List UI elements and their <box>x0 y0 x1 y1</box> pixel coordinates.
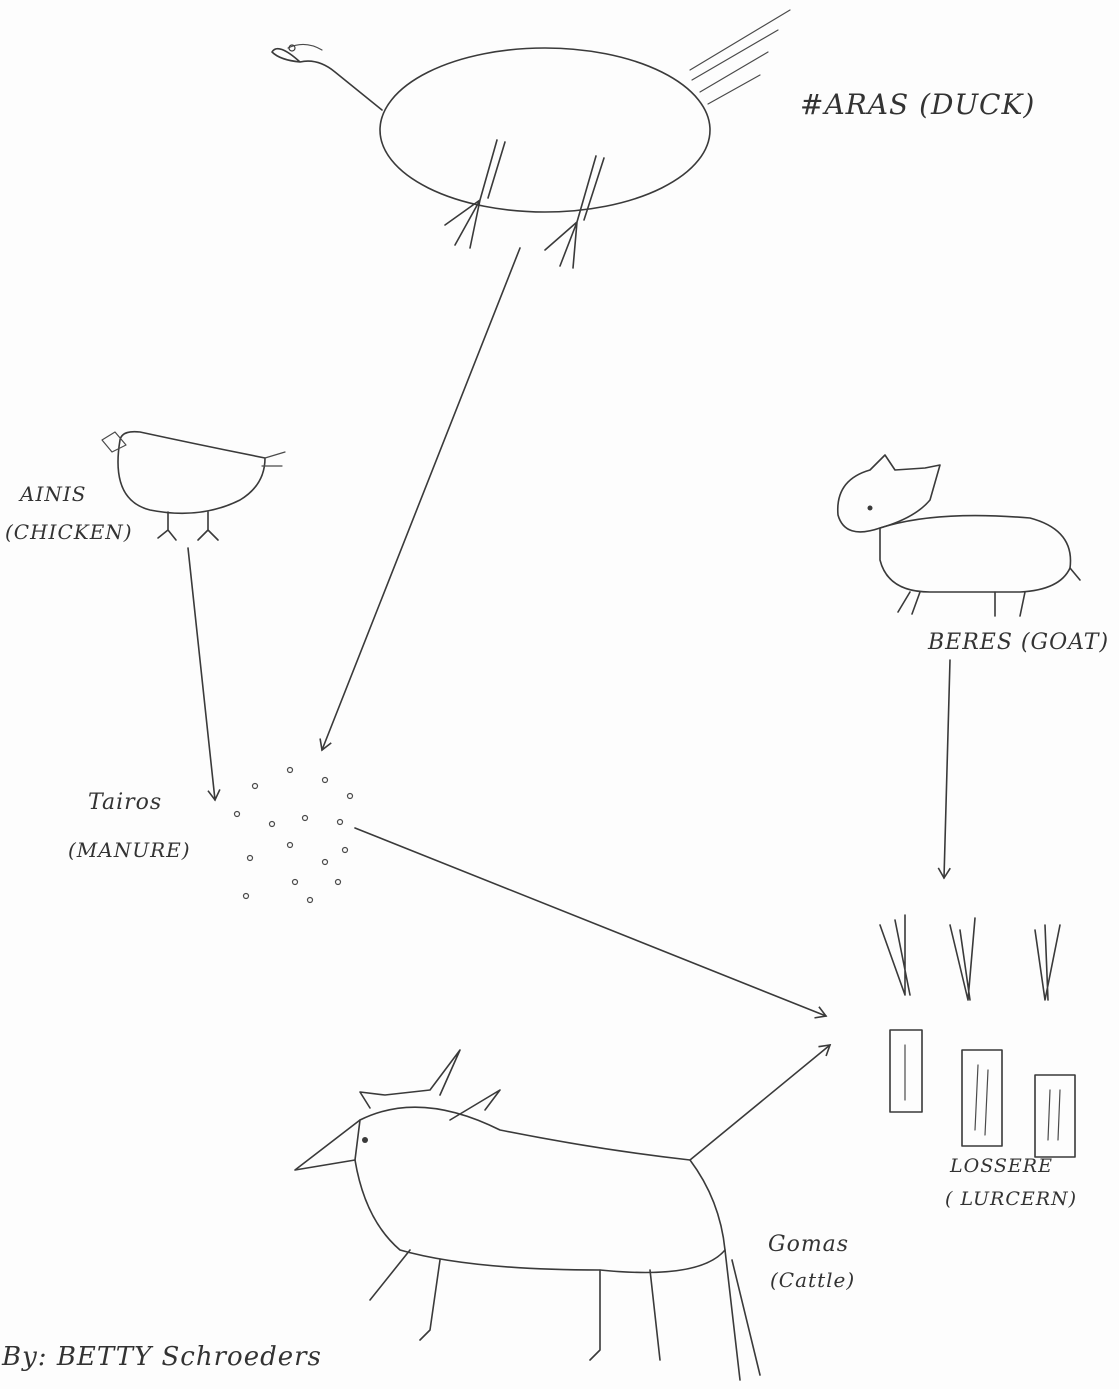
arrow-goat-to-lucerne <box>944 660 950 878</box>
cattle-name-label: Gomas <box>768 1232 849 1257</box>
cattle-translation-label: (Cattle) <box>770 1268 855 1292</box>
manure-name-label: Tairos <box>88 790 162 815</box>
author-signature: By: BETTY Schroeders <box>2 1342 322 1372</box>
goat-label: BERES (GOAT) <box>928 630 1109 655</box>
arrow-manure-to-lucerne <box>355 828 826 1016</box>
arrow-chicken-to-manure <box>188 548 215 800</box>
manure-icon <box>235 768 353 903</box>
arrow-cattle-to-lucerne <box>690 1045 830 1160</box>
lucerne-icon <box>880 915 1075 1157</box>
duck-label: #ARAS (DUCK) <box>800 88 1035 121</box>
manure-translation-label: (MANURE) <box>68 838 191 862</box>
lucerne-name-label: LOSSERE <box>950 1155 1053 1177</box>
lucerne-translation-label: ( LURCERN) <box>945 1188 1077 1210</box>
cattle-icon <box>295 1050 760 1380</box>
duck-icon <box>272 10 790 268</box>
arrow-duck-to-manure <box>322 248 520 750</box>
chicken-translation-label: (CHICKEN) <box>5 520 133 544</box>
chicken-name-label: AINIS <box>20 482 86 506</box>
goat-icon <box>838 455 1080 616</box>
